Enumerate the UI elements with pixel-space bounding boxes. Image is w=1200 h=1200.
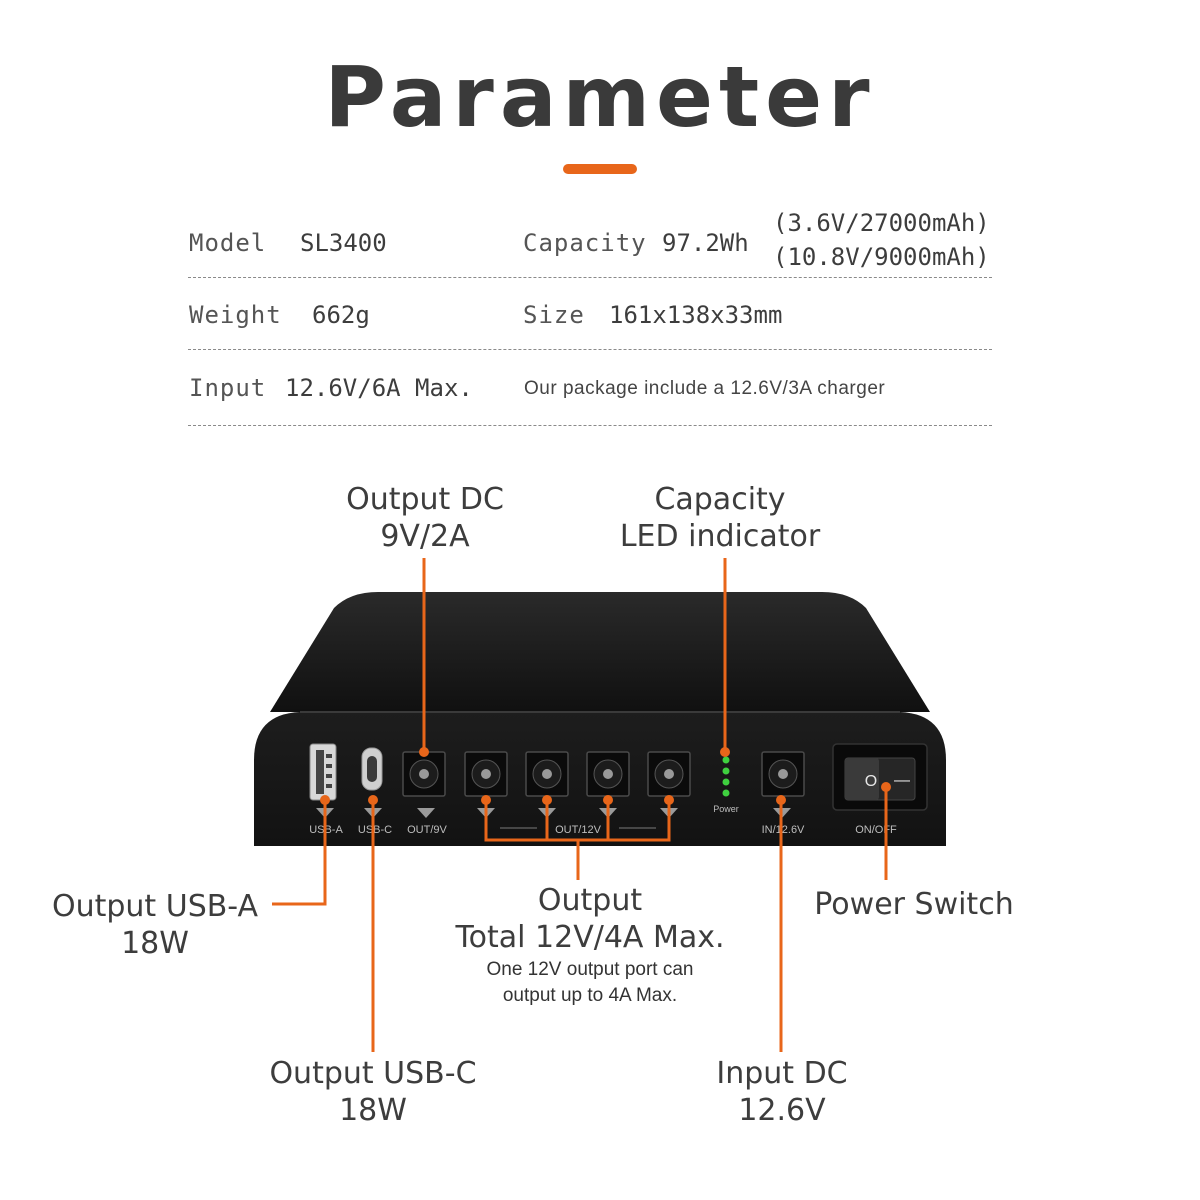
capacity-led-indicator bbox=[722, 756, 730, 797]
model-label: Model bbox=[189, 229, 267, 257]
capacity-detail-2: (10.8V/9000mAh) bbox=[773, 243, 990, 271]
model-value: SL3400 bbox=[300, 229, 387, 257]
switch-off-symbol: O bbox=[865, 773, 877, 790]
weight-value: 662g bbox=[312, 301, 370, 329]
power-switch bbox=[832, 743, 928, 811]
port-label-out-9v: OUT/9V bbox=[407, 824, 447, 836]
callout-output-12v: Output Total 12V/4A Max. bbox=[455, 883, 725, 955]
switch-on-symbol: — bbox=[894, 772, 910, 789]
callout-dots bbox=[320, 747, 891, 805]
spec-divider bbox=[188, 425, 992, 426]
weight-label: Weight bbox=[189, 301, 282, 329]
port-label-out-12v: OUT/12V bbox=[555, 824, 602, 836]
capacity-detail-1: (3.6V/27000mAh) bbox=[773, 209, 990, 237]
dc-12v-port-4 bbox=[647, 751, 691, 797]
dc-9v-port bbox=[402, 751, 446, 797]
dc-12v-port-3 bbox=[586, 751, 630, 797]
size-value: 161x138x33mm bbox=[609, 301, 783, 329]
usb-a-port bbox=[309, 743, 337, 801]
input-label: Input bbox=[189, 374, 267, 402]
dc-12v-port-1 bbox=[464, 751, 508, 797]
port-label-usb-c: USB-C bbox=[358, 824, 392, 836]
spec-divider bbox=[188, 277, 992, 278]
device-top-surface bbox=[270, 592, 930, 712]
capacity-label: Capacity bbox=[523, 229, 647, 257]
callout-input-dc: Input DC 12.6V bbox=[716, 1056, 848, 1128]
callout-output-12v-note: One 12V output port can output up to 4A … bbox=[486, 959, 694, 1006]
capacity-value: 97.2Wh bbox=[662, 229, 749, 257]
size-label: Size bbox=[523, 301, 585, 329]
input-value: 12.6V/6A Max. bbox=[285, 374, 473, 402]
input-dc-port bbox=[761, 751, 805, 797]
page-title: Parameter bbox=[324, 48, 876, 146]
port-label-on-off: ON/OFF bbox=[855, 824, 897, 836]
package-note: Our package include a 12.6V/3A charger bbox=[524, 378, 886, 399]
callout-capacity-led: Capacity LED indicator bbox=[619, 482, 821, 554]
callout-leader-lines bbox=[272, 558, 888, 1052]
spec-divider bbox=[188, 349, 992, 350]
callout-output-dc: Output DC 9V/2A bbox=[346, 482, 504, 554]
title-accent-bar bbox=[563, 164, 637, 174]
usb-c-port bbox=[361, 747, 383, 791]
port-label-in-12v: IN/12.6V bbox=[762, 824, 805, 836]
callout-usb-c: Output USB-C 18W bbox=[269, 1056, 477, 1128]
callout-power-switch: Power Switch bbox=[814, 887, 1014, 922]
port-label-power: Power bbox=[713, 804, 739, 814]
callout-usb-a: Output USB-A 18W bbox=[51, 889, 258, 961]
dc-12v-port-2 bbox=[525, 751, 569, 797]
